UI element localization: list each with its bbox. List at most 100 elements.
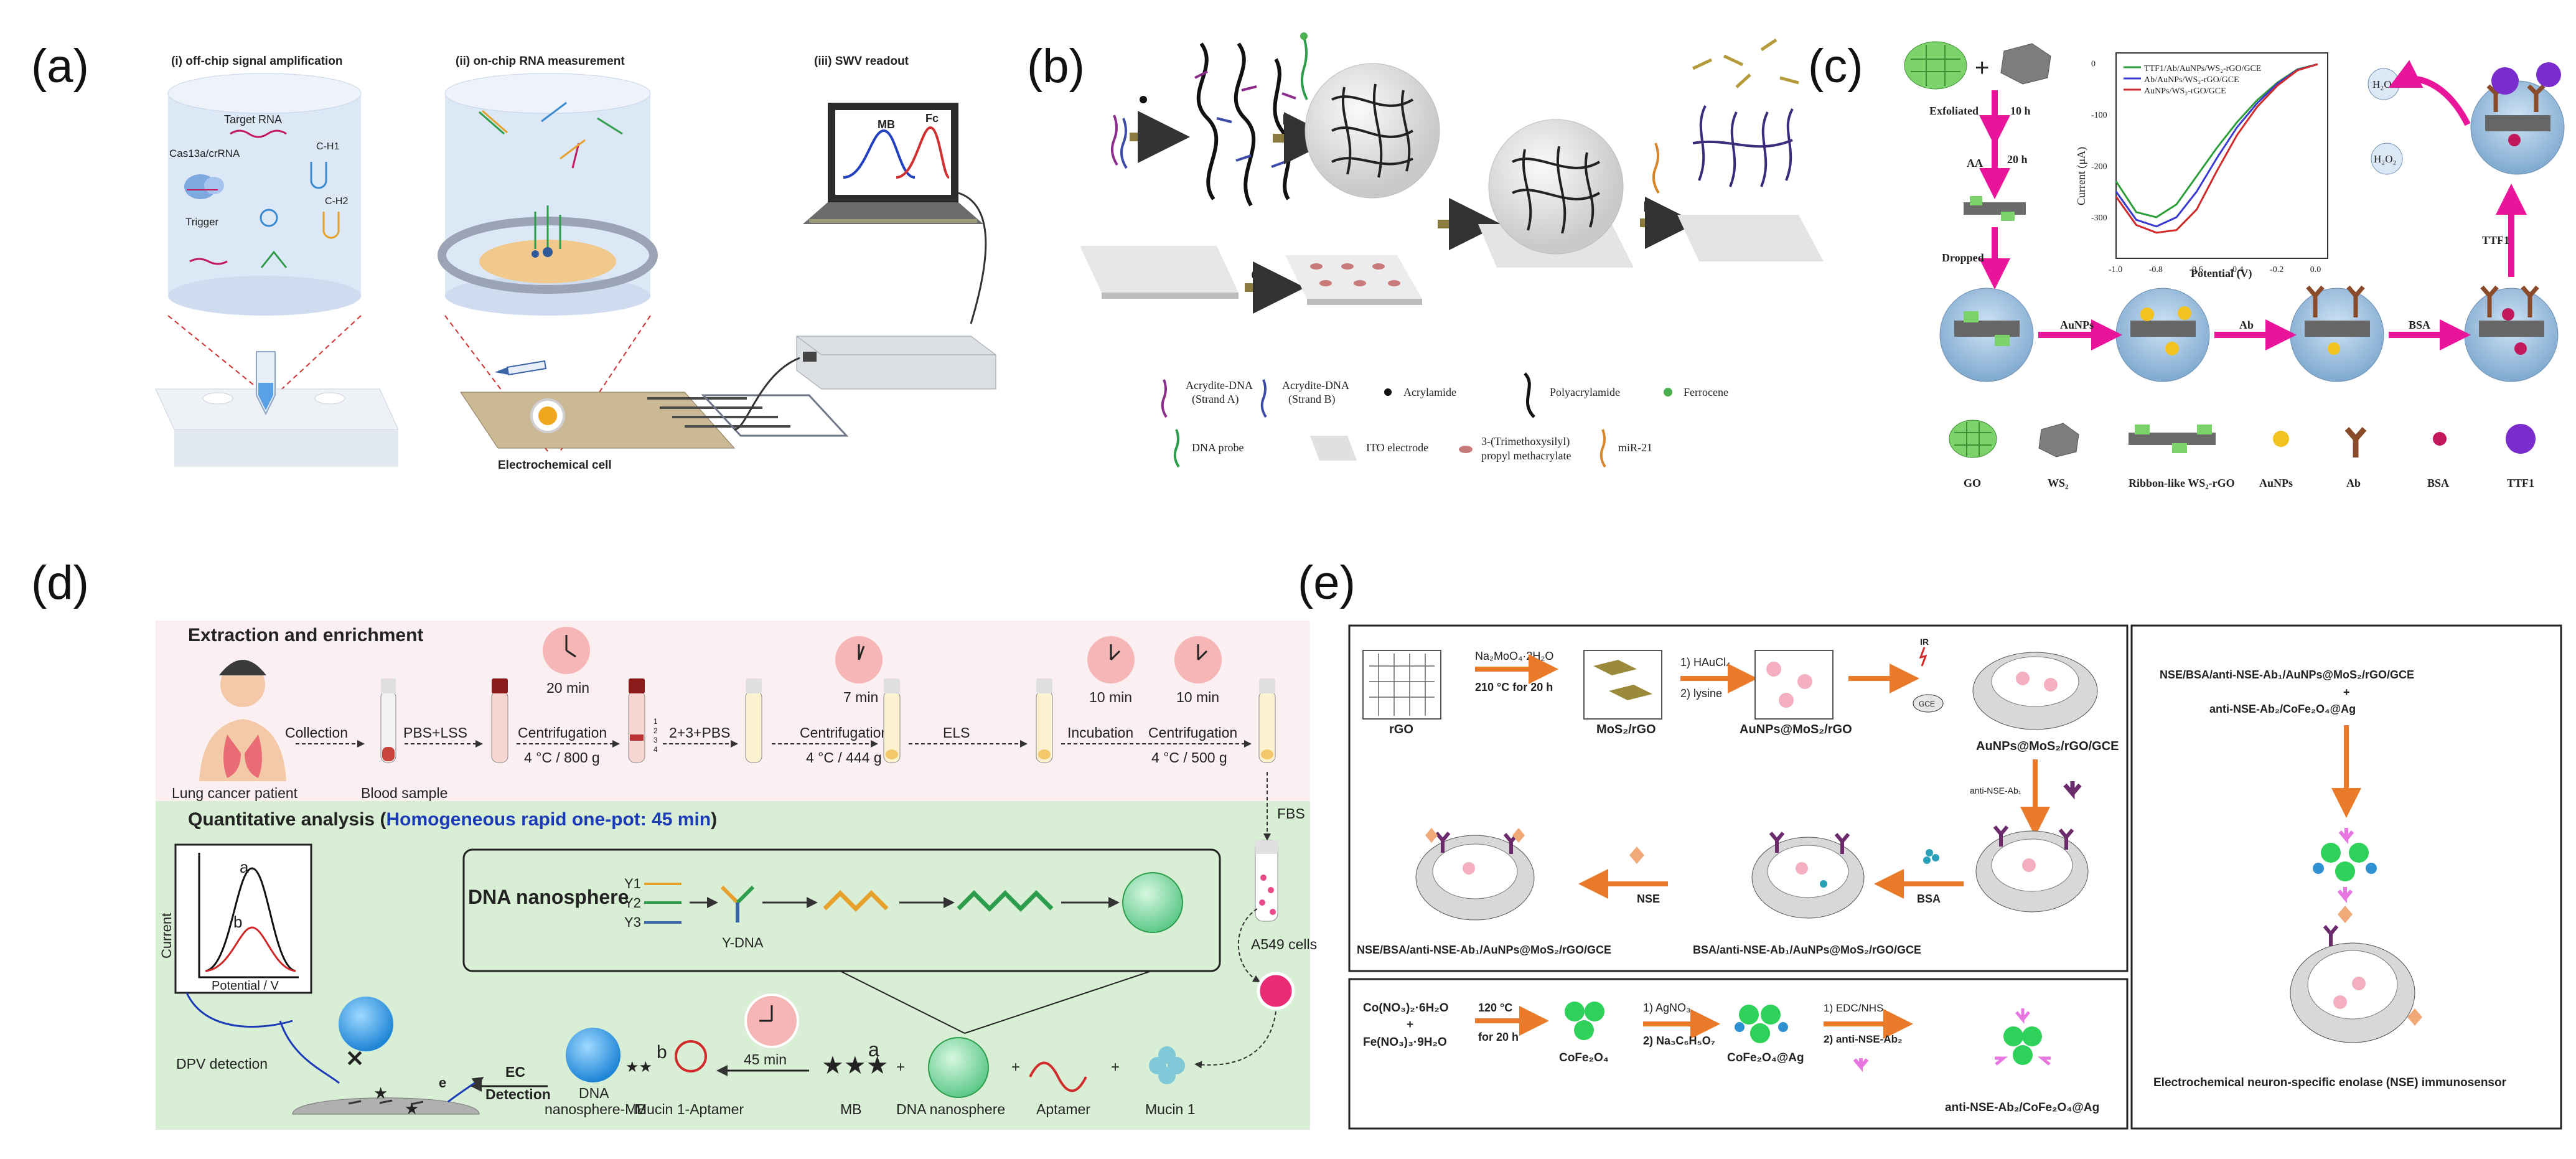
c-legend-bsa: BSA (2427, 477, 2449, 489)
e-gce-icon (1913, 694, 1944, 713)
d-tube-4 (745, 678, 762, 763)
d-tube-2 (491, 678, 508, 763)
d-mucin-aptamer-icon (675, 1040, 707, 1072)
c-legend-ribbon: Ribbon-like WS₂-rGO (2129, 477, 2235, 489)
e-mos2: MoS₂/rGO (1596, 723, 1656, 736)
e-cofe: CoFe₂O₄ (1559, 1051, 1609, 1064)
d-dimer-icon (823, 890, 889, 912)
d-dpv-xlabel: Potential / V (212, 979, 279, 993)
c-legend-ab-icon (2344, 427, 2367, 458)
d-nanosphere-mb-icon (566, 1028, 621, 1082)
b-strand-a-icon (1110, 115, 1118, 166)
d-mb-stars: ★★★ (822, 1052, 889, 1079)
b-hydrogel-sphere (1304, 63, 1440, 199)
a-cas-label: Cas13a/crRNA (169, 148, 240, 159)
d-y3: Y3 (624, 914, 641, 930)
d-star-2: ★ (405, 1099, 419, 1118)
e-right-1: NSE/BSA/anti-NSE-Ab₁/AuNPs@MoS₂/rGO/GCE (2160, 669, 2414, 681)
b-legend-probe-icon (1173, 429, 1180, 468)
a-hairpin2-icon (322, 212, 340, 239)
c-ribbon-icon (1964, 196, 2026, 221)
a-zoom-line-right (274, 315, 362, 396)
d-cond-1: 4 °C / 800 g (524, 749, 600, 766)
b-legend-mir: miR-21 (1618, 441, 1652, 454)
c-legend-aunps-icon (2273, 431, 2289, 447)
b-acrylamide-dot (1140, 96, 1147, 103)
d-electrode-surface (292, 1097, 480, 1115)
d-detection: Detection (485, 1086, 551, 1102)
c-h2o2-bubble (2371, 143, 2403, 175)
a-cas13a-icon (184, 174, 224, 199)
d-nanosphere-reagent-icon (928, 1037, 989, 1098)
c-xtick-5: 0.0 (2310, 265, 2321, 274)
d-mucin: Mucin 1 (1145, 1101, 1196, 1117)
b-step-c: C (1251, 267, 1262, 284)
panel-label-e: (e) (1298, 556, 1356, 609)
d-block-mark: ✕ (345, 1046, 364, 1071)
e-electrode-gce-icon (1972, 652, 2098, 730)
b-strand-b-icon (1120, 118, 1128, 169)
a-target-rna-label: Target RNA (224, 113, 282, 126)
a-cable-1 (958, 192, 987, 324)
panel-label-c: (c) (1808, 40, 1863, 93)
a-mb-peak-curve (843, 129, 916, 179)
c-catalysis-arrow (2388, 60, 2471, 126)
panel-a: (a) (i) off-chip signal amplification (i… (31, 40, 996, 472)
d-y-strands (644, 883, 681, 924)
c-legend-ribbon-icon (2129, 425, 2216, 453)
d-clock-20 (543, 627, 590, 674)
c-legend-ab: Ab (2346, 477, 2361, 489)
e-condition-1: 210 °C for 20 h (1475, 681, 1553, 693)
e-ir: IR (1920, 637, 1929, 647)
a-fc-label: Fc (925, 112, 939, 124)
panel-c: (c) + Exfoliated 10 h AA 20 h Dropped Au… (1808, 40, 2565, 489)
d-nanosphere-box (462, 848, 1221, 972)
b-legend-probe: DNA probe (1192, 441, 1244, 454)
d-clock-7 (835, 636, 883, 683)
e-cond2b: for 20 h (1478, 1031, 1519, 1043)
b-hydrogel-network (1331, 83, 1414, 178)
e-right-2: + (2343, 686, 2350, 698)
d-dpv-ylabel: Current (159, 913, 174, 959)
d-ec: EC (505, 1064, 525, 1080)
e-fe: Fe(NO₃)₃·9H₂O (1363, 1036, 1447, 1049)
e-ab1-icon (2063, 781, 2082, 800)
d-incubation: Incubation (1067, 725, 1133, 741)
b-step-e: E (1643, 199, 1653, 215)
b-legend-polyacrylamide-icon (1524, 372, 1535, 418)
d-dpv-label-b: b (233, 913, 242, 931)
c-aa: AA (1967, 157, 1983, 169)
e-nse-product: NSE/BSA/anti-NSE-Ab₁/AuNPs@MoS₂/rGO/GCE (1357, 944, 1611, 956)
a-trigger-label: Trigger (185, 216, 219, 228)
c-ytick-0: 0 (2091, 60, 2096, 69)
a-pipette-icon (495, 360, 547, 376)
c-electrode-2 (2115, 288, 2210, 382)
d-mb: MB (840, 1101, 862, 1117)
b-legend-polyacrylamide: Polyacrylamide (1550, 386, 1620, 398)
c-chart-ylabel: Current (μA) (2075, 147, 2088, 205)
d-ydna-icon (720, 885, 755, 922)
c-legend-aunps: AuNPs (2259, 477, 2293, 489)
d-y2: Y2 (624, 895, 641, 911)
d-layer-3: 3 (653, 736, 658, 744)
a-zoom-line-left (167, 315, 267, 396)
e-bsa-icon (1923, 849, 1939, 864)
d-arrow-mucin (1194, 1011, 1276, 1069)
c-cv-chart: Current (μA) Potential (V) -1.0-0.8-0.6-… (2075, 52, 2328, 280)
a-hairpin1-icon (310, 162, 327, 189)
e-ab1-electrode-icon (1975, 825, 2089, 913)
d-layer-2: 2 (653, 726, 658, 735)
e-cofeag-icon (1735, 1005, 1788, 1043)
d-detection-bracket (279, 1020, 340, 1084)
e-cofeag: CoFe₂O₄@Ag (1727, 1051, 1804, 1064)
e-box-2 (1348, 978, 2129, 1130)
b-legend-ferrocene-icon (1664, 388, 1672, 396)
d-trimer-icon (957, 890, 1054, 912)
d-quant-title: Quantitative analysis (Homogeneous rapid… (188, 809, 717, 830)
a-trigger-strand (189, 258, 228, 265)
c-electrode-final (2470, 62, 2565, 175)
c-dropped: Dropped (1942, 251, 1984, 264)
e-ab2-icon (1853, 1058, 1869, 1072)
d-tube-5 (883, 678, 901, 763)
